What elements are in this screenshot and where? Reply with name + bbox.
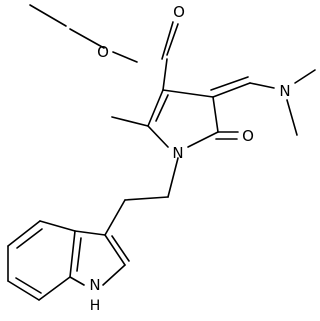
lactam-o-label: O: [242, 127, 254, 145]
bond-carbonyl-double-a: [166, 23, 179, 56]
bond-methoxy-o: [69, 28, 105, 49]
bond-methoxy-methyl: [29, 4, 67, 27]
bond-nh-c7a: [69, 276, 85, 286]
ring-n-label: N: [172, 144, 183, 162]
bond-ch2-ch2: [124, 196, 169, 201]
bond-carbonyl-double-b: [161, 21, 174, 60]
bond-c3a-c7a: [69, 230, 76, 278]
bond-c2-n1: [187, 131, 219, 148]
bond-c5-c4-double: [155, 94, 169, 122]
bond-c3a-c4: [39, 220, 76, 232]
bond-c6-c7: [7, 280, 40, 301]
bond-carbonyl-c4: [162, 58, 168, 91]
bond-c3-methine-a: [212, 82, 251, 98]
bond-n1-c5: [147, 125, 169, 148]
bond-c3-c2-indole-double: [111, 235, 130, 262]
bond-c5-c4: [147, 89, 164, 127]
indole-h-label: H: [90, 298, 101, 314]
bond-c6-c7-double: [15, 277, 42, 294]
amine-n-label: N: [279, 82, 290, 100]
bond-c7-c7a: [38, 276, 71, 301]
bond-n1-ch2: [167, 157, 179, 198]
bond-c4-c5-double: [16, 228, 43, 249]
bond-c3-methine-b: [210, 76, 249, 91]
bond-c2-nh: [102, 264, 126, 286]
bond-c4-c3: [162, 89, 214, 98]
bond-methine-n: [249, 82, 275, 89]
ester-o-double-label: O: [173, 3, 185, 21]
ester-o-single-label: O: [97, 43, 109, 61]
bond-ring-methyl: [111, 116, 149, 127]
bond-ester-o-carbonyl: [112, 51, 138, 63]
bond-n-methyl-up: [294, 69, 316, 84]
bond-c3-c2-indole: [104, 234, 126, 266]
bond-c4-c5: [7, 220, 41, 247]
bond-c3-c2: [212, 96, 219, 133]
bond-c3a-c3: [74, 230, 106, 236]
indole-n-label: N: [89, 276, 100, 294]
bond-c3a-c7a-double: [76, 237, 82, 272]
bond-ch2-indole: [104, 199, 126, 236]
bond-n-methyl-down: [286, 99, 298, 136]
